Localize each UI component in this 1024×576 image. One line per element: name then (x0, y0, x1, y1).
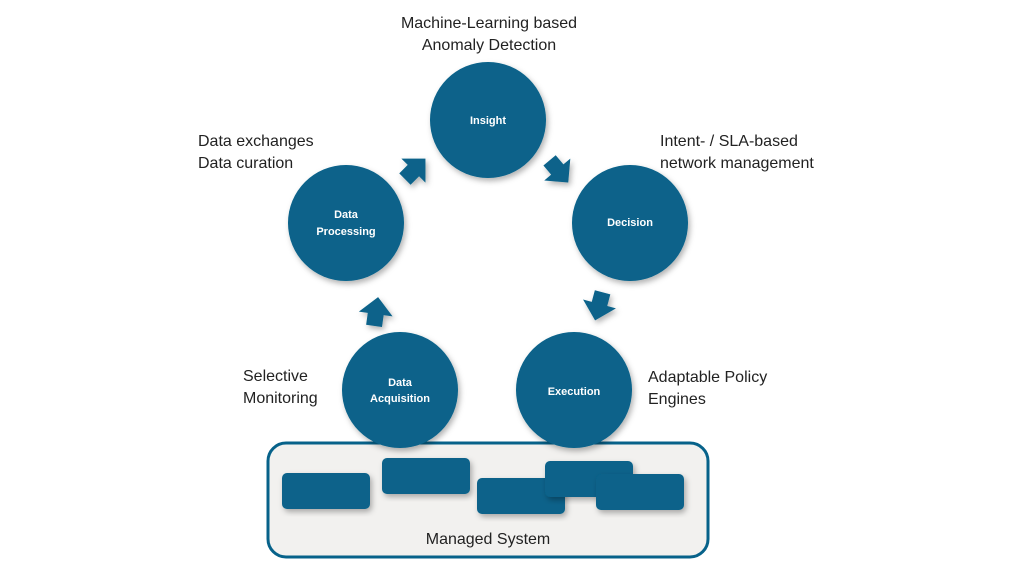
annotation-decision-line1: Intent- / SLA-based (660, 133, 798, 150)
node-decision-label: Decision (607, 217, 653, 229)
node-insight-label: Insight (470, 115, 506, 127)
node-data-acquisition-label-1: Data (388, 377, 413, 389)
annotation-decision: Intent- / SLA-based network management (660, 131, 814, 175)
system-component-3 (477, 478, 565, 514)
node-data-acquisition (342, 332, 458, 448)
annotation-data-processing-line1: Data exchanges (198, 133, 314, 150)
annotation-execution-line2: Engines (648, 391, 706, 408)
arrow-processing-to-insight (399, 158, 426, 185)
annotation-execution-line1: Adaptable Policy (648, 369, 768, 386)
node-execution (516, 332, 632, 448)
annotation-data-acquisition-line2: Monitoring (243, 390, 318, 407)
arrow-insight-to-decision (543, 155, 571, 183)
system-component-2 (382, 458, 470, 494)
system-component-5 (596, 474, 684, 510)
arrow-acquisition-to-processing (358, 297, 393, 327)
node-data-processing-label-2: Processing (316, 226, 375, 238)
annotation-insight: Machine-Learning based Anomaly Detection (398, 13, 580, 57)
system-component-1 (282, 473, 370, 509)
node-data-acquisition-label-2: Acquisition (370, 393, 430, 405)
annotation-data-acquisition: Selective Monitoring (243, 366, 318, 410)
node-data-processing (288, 165, 404, 281)
annotation-data-processing-line2: Data curation (198, 155, 294, 172)
node-decision (572, 165, 688, 281)
managed-system-label: Managed System (426, 531, 551, 548)
annotation-decision-line2: network management (660, 155, 814, 172)
node-data-processing-label-1: Data (334, 209, 359, 221)
node-execution-label: Execution (548, 386, 601, 398)
node-insight (430, 62, 546, 178)
annotation-data-processing: Data exchanges Data curation (198, 131, 314, 175)
annotation-execution: Adaptable Policy Engines (648, 367, 767, 411)
arrow-decision-to-execution (583, 290, 616, 321)
annotation-insight-line1: Machine-Learning based (400, 15, 578, 32)
annotation-insight-line2: Anomaly Detection (421, 37, 557, 54)
annotation-data-acquisition-line1: Selective (243, 368, 308, 385)
